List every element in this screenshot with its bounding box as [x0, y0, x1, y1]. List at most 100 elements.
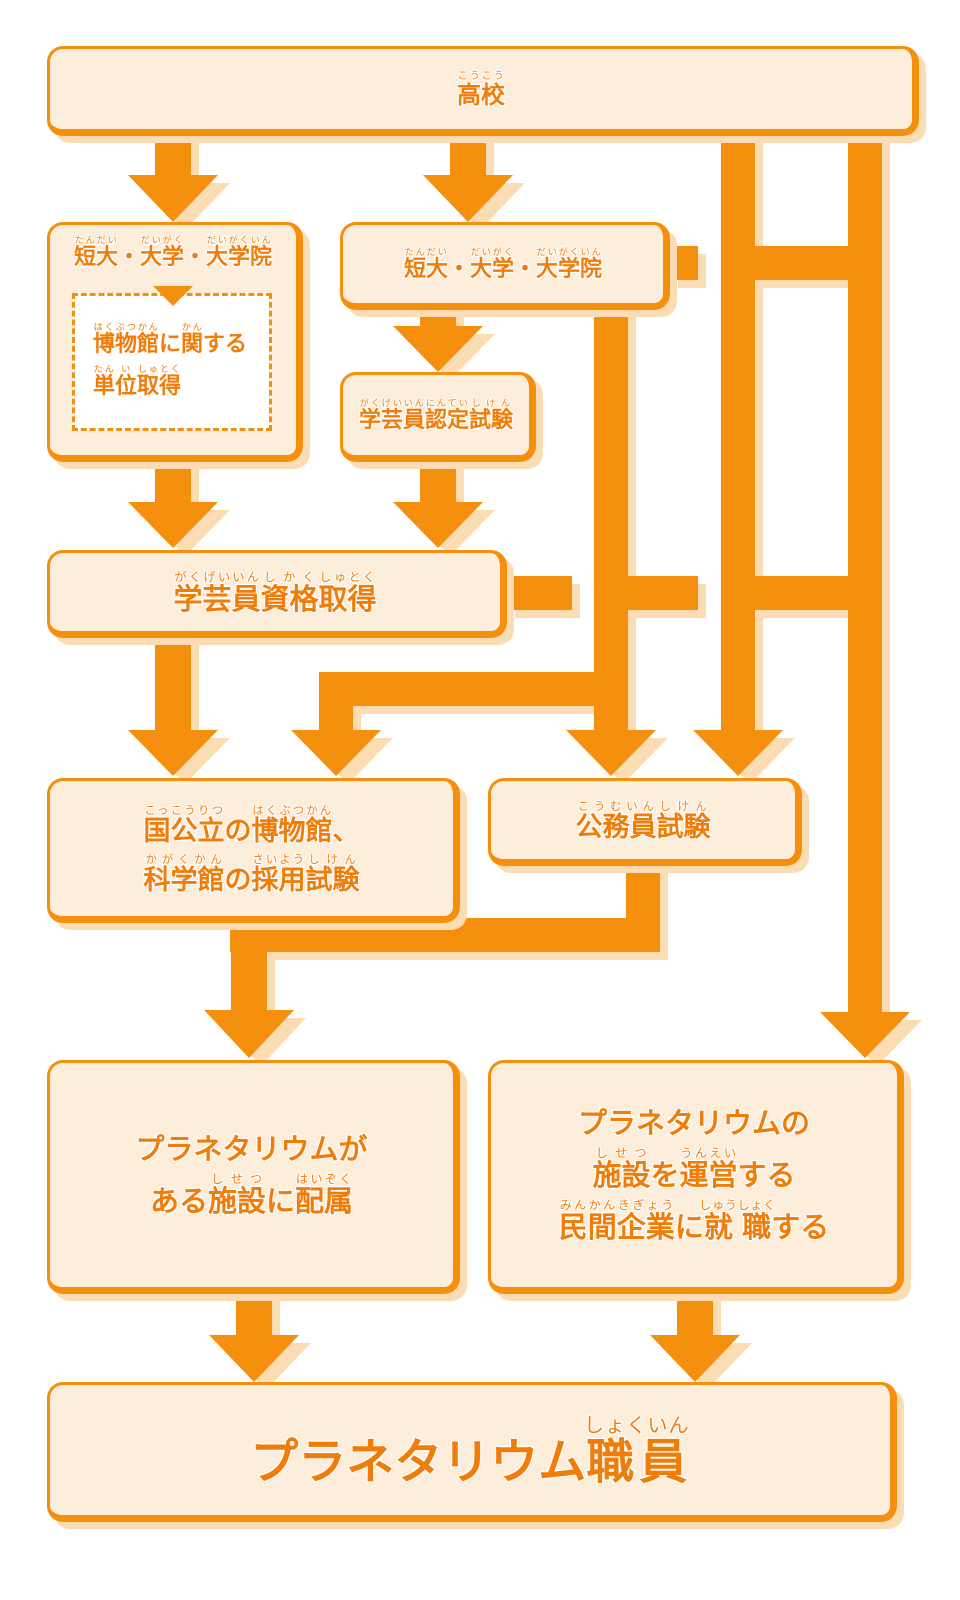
node-text-line: 学芸員がくげいいん認定にんてい試験しけん: [359, 398, 513, 432]
kanji-text: 公務員: [575, 811, 657, 843]
arrow-hs-to-univ-right-arrowhead-icon: [423, 175, 513, 222]
furigana-word: 単たん: [93, 364, 116, 399]
furigana-reading: がくげいいん: [358, 398, 425, 409]
arrow-exam-to-qualification-shaft: [420, 458, 456, 503]
arrow-private-to-staff-shaft: [677, 1290, 713, 1336]
pipe-qual-h2: [628, 576, 698, 610]
node-text-line: 博物館はくぶつかんに関かんする: [93, 322, 247, 356]
furigana-reading: だいがく: [469, 247, 514, 258]
kanji-text: 単: [93, 374, 116, 399]
furigana-reading: かがくかん: [143, 851, 225, 866]
furigana-reading: こっこうりつ: [143, 802, 225, 817]
furigana-reading: しけん: [656, 798, 711, 813]
furigana-word: 認定にんてい: [424, 398, 469, 433]
furigana-reading: にんてい: [424, 398, 469, 409]
furigana-word: 試験しけん: [657, 799, 711, 843]
furigana-reading: はくぶつかん: [93, 322, 159, 333]
pipe-branch-to-public: [319, 672, 628, 706]
kanji-text: 短大: [73, 245, 118, 270]
node-text: ・: [117, 245, 140, 270]
arrow-assigned-to-staff-shaft: [236, 1290, 272, 1336]
node-text: する: [203, 332, 248, 357]
node-text: する: [737, 1157, 796, 1192]
furigana-word: 博物館はくぶつかん: [252, 803, 333, 847]
node-text: の: [224, 864, 252, 896]
kanji-text: 大学: [469, 257, 514, 282]
furigana-word: 試験しけん: [306, 852, 360, 896]
connector-pipes: [128, 132, 910, 1382]
node-text: の: [224, 815, 252, 847]
kanji-text: 学芸員: [358, 408, 425, 433]
kanji-text: 採用: [251, 864, 306, 896]
furigana-reading: しせつ: [592, 1145, 651, 1160]
pipe-univ-right-down: [594, 306, 628, 732]
furigana-word: 就職しゅうしょく: [699, 1198, 776, 1244]
node-curator-certification-exam: 学芸員がくげいいん認定にんてい試験しけん: [340, 372, 536, 462]
furigana-reading: しけん: [305, 851, 360, 866]
arrow-private-to-staff-arrowhead-icon: [650, 1335, 740, 1382]
kanji-text: 資格: [260, 582, 319, 616]
node-text: プラネタリウムの: [577, 1105, 810, 1140]
furigana-word: 大学院だいがくいん: [536, 247, 602, 282]
arrow-to-public-b-arrowhead-icon: [291, 730, 381, 776]
kanji-text: 試験: [469, 408, 514, 433]
arrow-to-private-arrowhead-icon: [820, 1012, 910, 1058]
furigana-reading: はいぞく: [295, 1171, 354, 1186]
furigana-word: 国公立こっこうりつ: [144, 803, 225, 847]
kanji-text: 大学院: [206, 245, 273, 270]
node-text-line: プラネタリウムが: [135, 1134, 367, 1164]
furigana-word: 大学だいがく: [469, 247, 514, 282]
node-private-company: プラネタリウムの施設しせつを運営うんえいする民間みんかん企業きぎょうに就職しゅう…: [488, 1060, 904, 1294]
furigana-word: 配属はいぞく: [295, 1172, 353, 1218]
furigana-word: 大学だいがく: [139, 235, 184, 270]
kanji-text: 就職: [699, 1209, 776, 1244]
pipe-branch-to-public-down: [319, 672, 353, 732]
arrow-assigned-to-staff-arrowhead-icon: [209, 1335, 299, 1382]
kanji-text: 科学館: [143, 864, 225, 896]
node-text-line: 公務員こうむいん試験しけん: [575, 799, 711, 843]
furigana-reading: だいがくいん: [206, 235, 273, 246]
node-text-line: ある施設しせつに配属はいぞく: [150, 1172, 353, 1216]
node-assigned-facility: プラネタリウムがある施設しせつに配属はいぞく: [47, 1060, 460, 1294]
node-text: プラネタリウム: [250, 1434, 587, 1490]
kanji-text: 関: [181, 332, 204, 357]
kanji-text: 取得: [137, 374, 182, 399]
node-text-line: 国公立こっこうりつの博物館はくぶつかん、: [144, 803, 360, 847]
furigana-reading: さいよう: [251, 851, 306, 866]
furigana-reading: はくぶつかん: [251, 802, 333, 817]
pipe-merge-h: [230, 918, 660, 952]
node-text: ある: [149, 1183, 208, 1218]
node-text-line: 科学館かがくかんの採用さいよう試験しけん: [143, 851, 360, 896]
furigana-word: 公務員こうむいん: [575, 799, 657, 843]
node-text-line: 学芸員がくげいいん資格しかく取得しゅとく: [173, 570, 376, 614]
furigana-word: 施設しせつ: [592, 1146, 650, 1192]
furigana-reading: しゅうしょく: [699, 1197, 776, 1212]
furigana-word: 大学院だいがくいん: [206, 235, 273, 270]
furigana-reading: しけん: [469, 398, 514, 409]
node-text: する: [771, 1209, 830, 1244]
node-public-museum-exam: 国公立こっこうりつの博物館はくぶつかん、科学館かがくかんの採用さいよう試験しけん: [47, 778, 460, 923]
pipe-hs-to-private: [848, 132, 882, 1014]
arrow-hs-to-univ-left-shaft: [155, 132, 191, 176]
arrow-to-assigned-facility-arrowhead-icon: [204, 1010, 294, 1058]
arrow-univ-right-to-exam-shaft: [420, 306, 456, 327]
furigana-reading: かん: [181, 322, 204, 333]
node-text: ・: [514, 257, 537, 282]
furigana-word: 科学館かがくかん: [143, 852, 225, 896]
node-text-line: プラネタリウムの: [577, 1105, 810, 1140]
furigana-word: 位い: [115, 364, 138, 399]
kanji-text: 認定: [424, 408, 469, 433]
furigana-reading: たんだい: [73, 235, 118, 246]
kanji-text: 位: [115, 374, 138, 399]
pipe-hs-to-civil: [721, 132, 755, 732]
inner-arrow-down-icon: [153, 286, 193, 306]
node-text-line: 施設しせつを運営うんえいする: [592, 1146, 795, 1190]
furigana-word: 短大たんだい: [73, 235, 118, 270]
kanji-text: 短大: [403, 257, 448, 282]
arrow-to-civil-a-arrowhead-icon: [566, 730, 656, 776]
kanji-text: 企業: [616, 1209, 675, 1244]
furigana-reading: みんかん: [558, 1197, 617, 1212]
furigana-word: 資格しかく: [260, 570, 319, 616]
furigana-reading: だいがくいん: [536, 247, 603, 258]
kanji-text: 大学: [139, 245, 184, 270]
